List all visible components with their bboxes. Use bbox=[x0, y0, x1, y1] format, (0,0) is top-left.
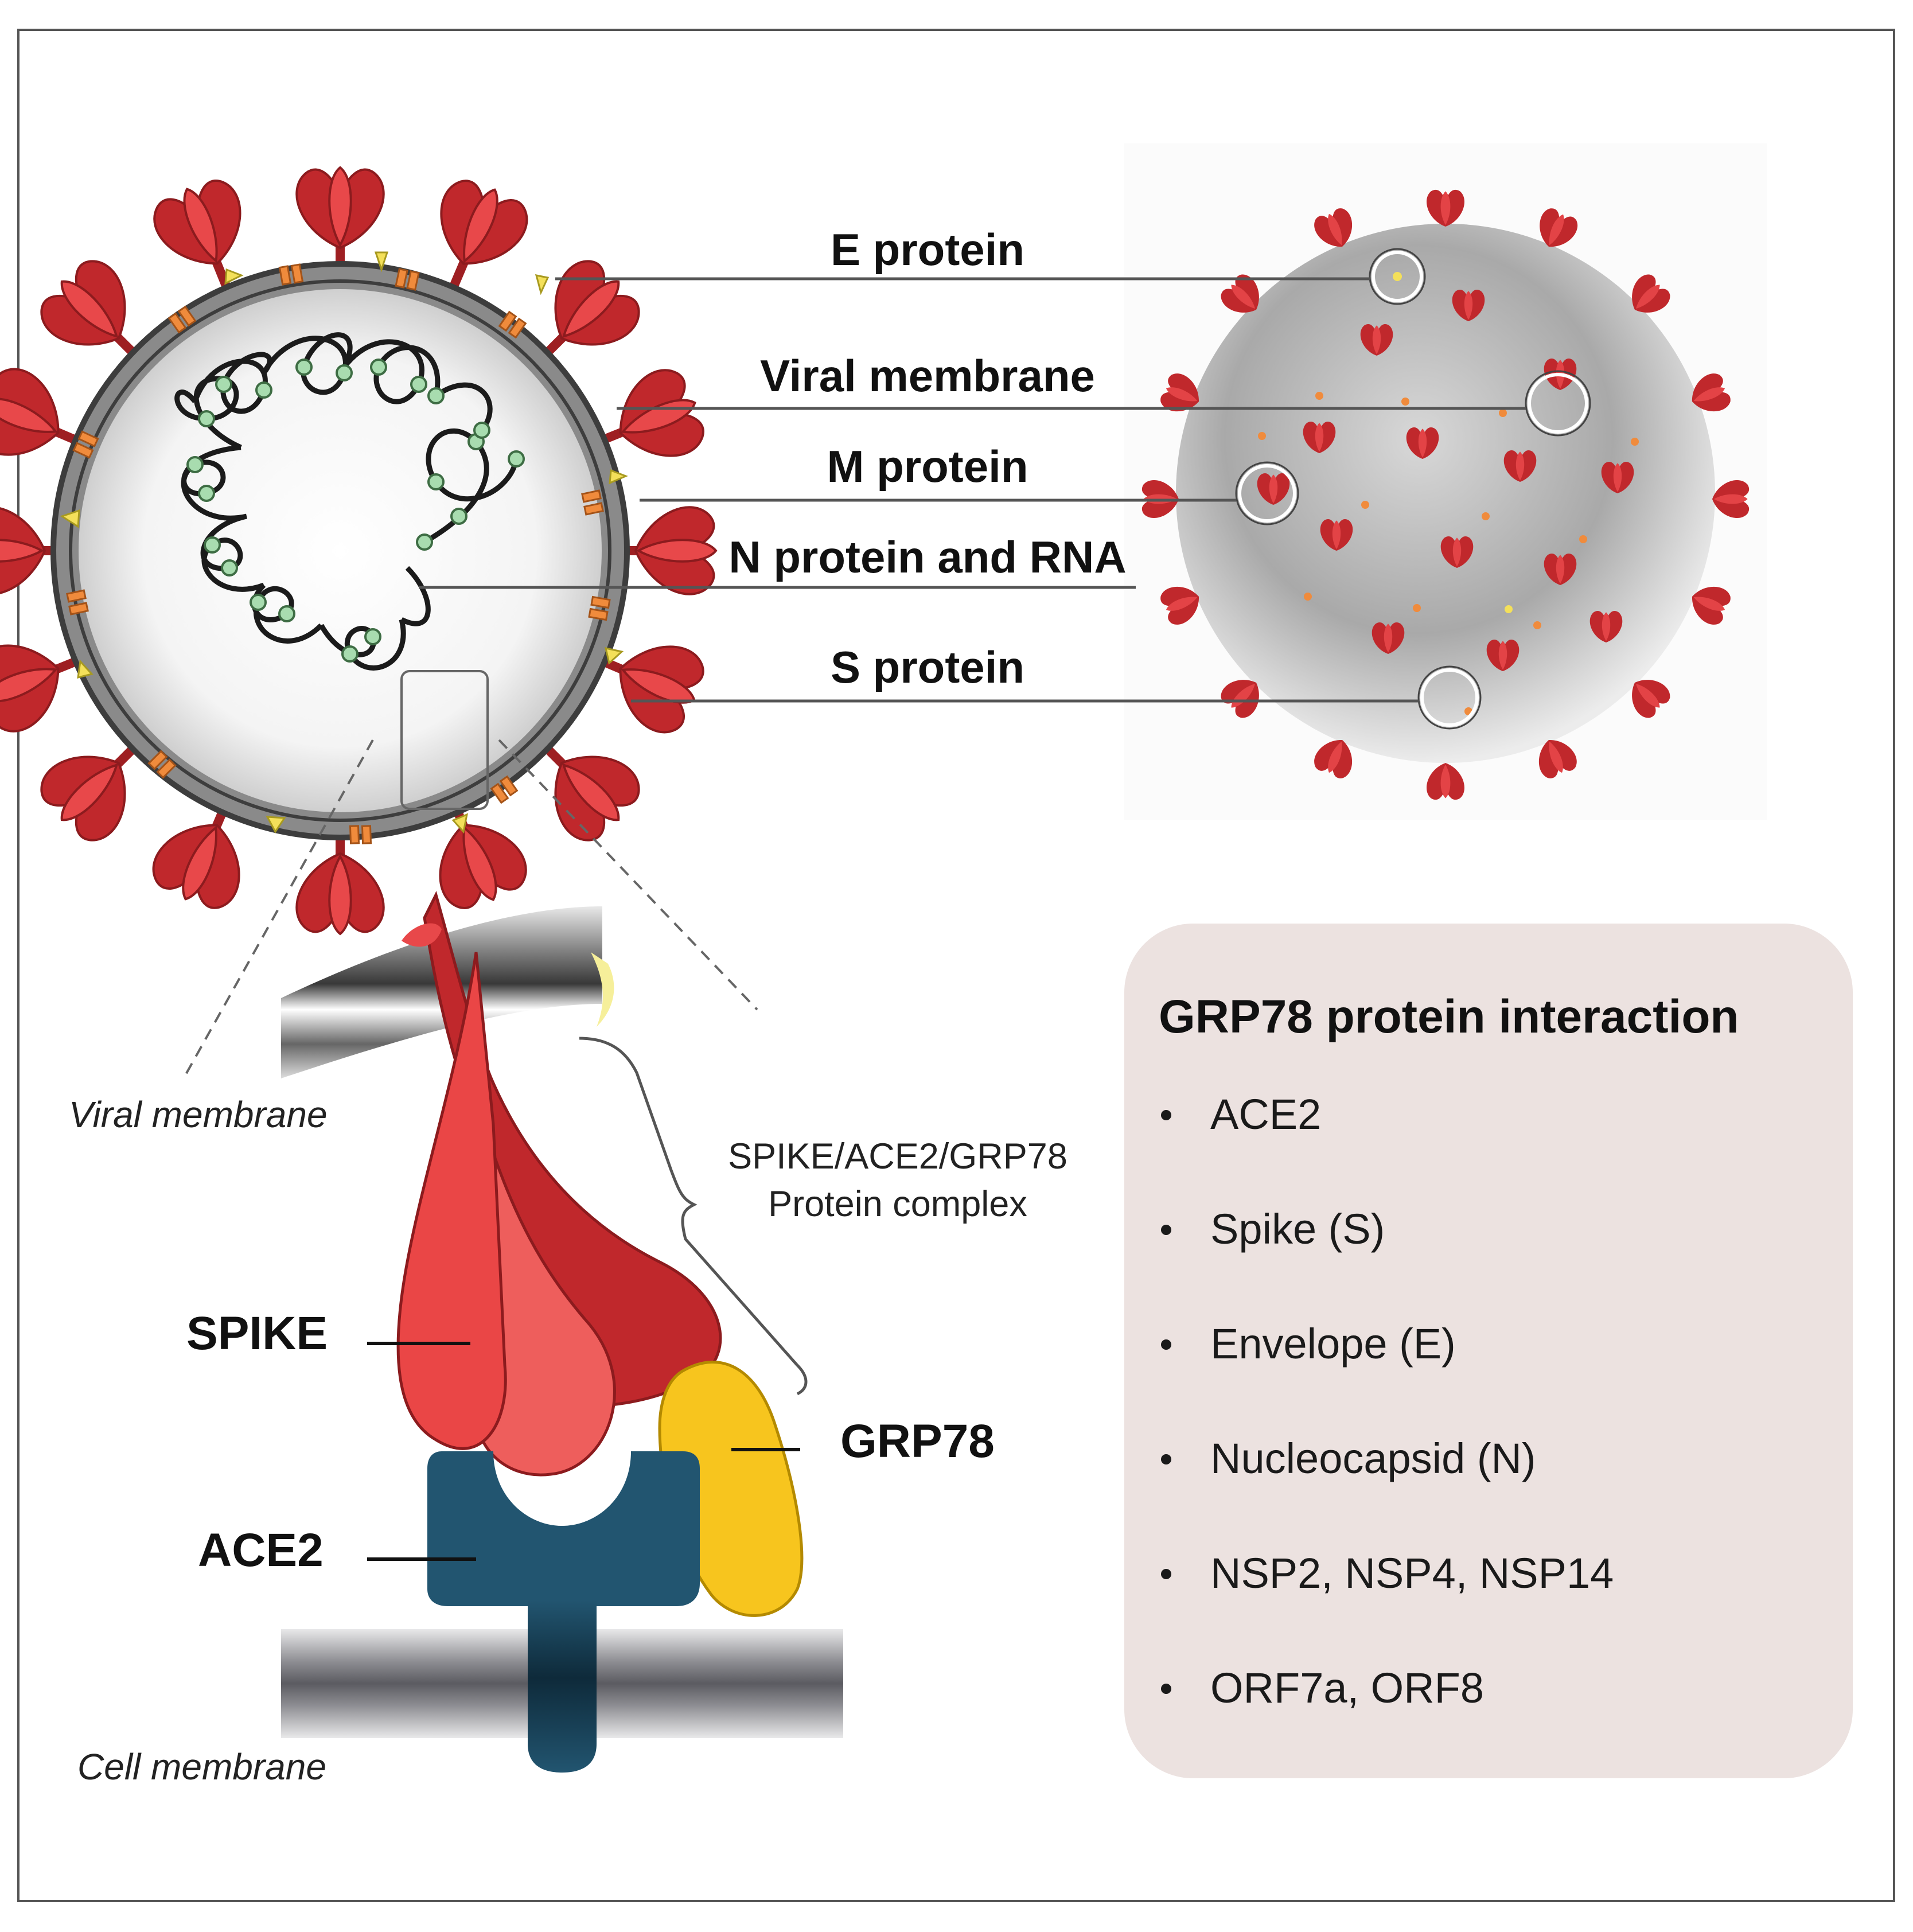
label-viral-membrane-zoom: Viral membrane bbox=[69, 1094, 328, 1135]
label-grp78: GRP78 bbox=[840, 1415, 995, 1467]
label-cell-membrane: Cell membrane bbox=[77, 1746, 326, 1787]
label-e-protein: E protein bbox=[831, 224, 1024, 275]
list-item: Envelope (E) bbox=[1210, 1320, 1456, 1368]
rna-strand bbox=[174, 332, 519, 671]
list-item: ACE2 bbox=[1210, 1090, 1321, 1138]
m-protein-markers bbox=[66, 263, 611, 844]
n-protein-markers bbox=[186, 359, 525, 663]
virion-schematic bbox=[0, 166, 717, 935]
spike-front-lobe bbox=[396, 952, 507, 1450]
list-bullet bbox=[1161, 1110, 1171, 1120]
list-item: NSP2, NSP4, NSP14 bbox=[1210, 1549, 1614, 1597]
label-n-protein-rna: N protein and RNA bbox=[728, 532, 1126, 582]
list-bullet bbox=[1161, 1454, 1171, 1464]
list-bullet bbox=[1161, 1684, 1171, 1694]
list-item: Spike (S) bbox=[1210, 1205, 1385, 1253]
complex-brace bbox=[579, 1037, 808, 1396]
label-spike: SPIKE bbox=[186, 1307, 328, 1360]
list-item: ORF7a, ORF8 bbox=[1210, 1664, 1484, 1712]
callout-lines bbox=[419, 277, 1526, 703]
zoom-detail: Viral membrane Cell membrane SPIKE/ACE2/… bbox=[69, 739, 1067, 1787]
ace2-stem bbox=[528, 1600, 597, 1773]
interaction-box-bg bbox=[1124, 924, 1853, 1778]
ace2-head bbox=[427, 1451, 700, 1606]
zoom-box bbox=[400, 670, 489, 810]
virion-photo bbox=[1124, 143, 1767, 820]
photo-callout-circles bbox=[1238, 251, 1588, 727]
label-complex-line2: Protein complex bbox=[768, 1184, 1027, 1224]
interaction-title: GRP78 protein interaction bbox=[1159, 991, 1739, 1043]
list-bullet bbox=[1161, 1225, 1171, 1235]
label-ace2: ACE2 bbox=[198, 1524, 324, 1576]
interaction-list: ACE2 Spike (S) Envelope (E) Nucleocapsid… bbox=[1161, 1090, 1614, 1712]
label-complex-line1: SPIKE/ACE2/GRP78 bbox=[728, 1136, 1067, 1177]
list-item: Nucleocapsid (N) bbox=[1210, 1435, 1536, 1482]
label-s-protein: S protein bbox=[831, 642, 1024, 692]
interaction-box: GRP78 protein interaction ACE2 Spike (S)… bbox=[1124, 924, 1853, 1778]
list-bullet bbox=[1161, 1339, 1171, 1350]
list-bullet bbox=[1161, 1569, 1171, 1579]
label-m-protein: M protein bbox=[827, 441, 1028, 492]
label-viral-membrane: Viral membrane bbox=[760, 350, 1095, 401]
e-protein-markers bbox=[60, 251, 628, 834]
